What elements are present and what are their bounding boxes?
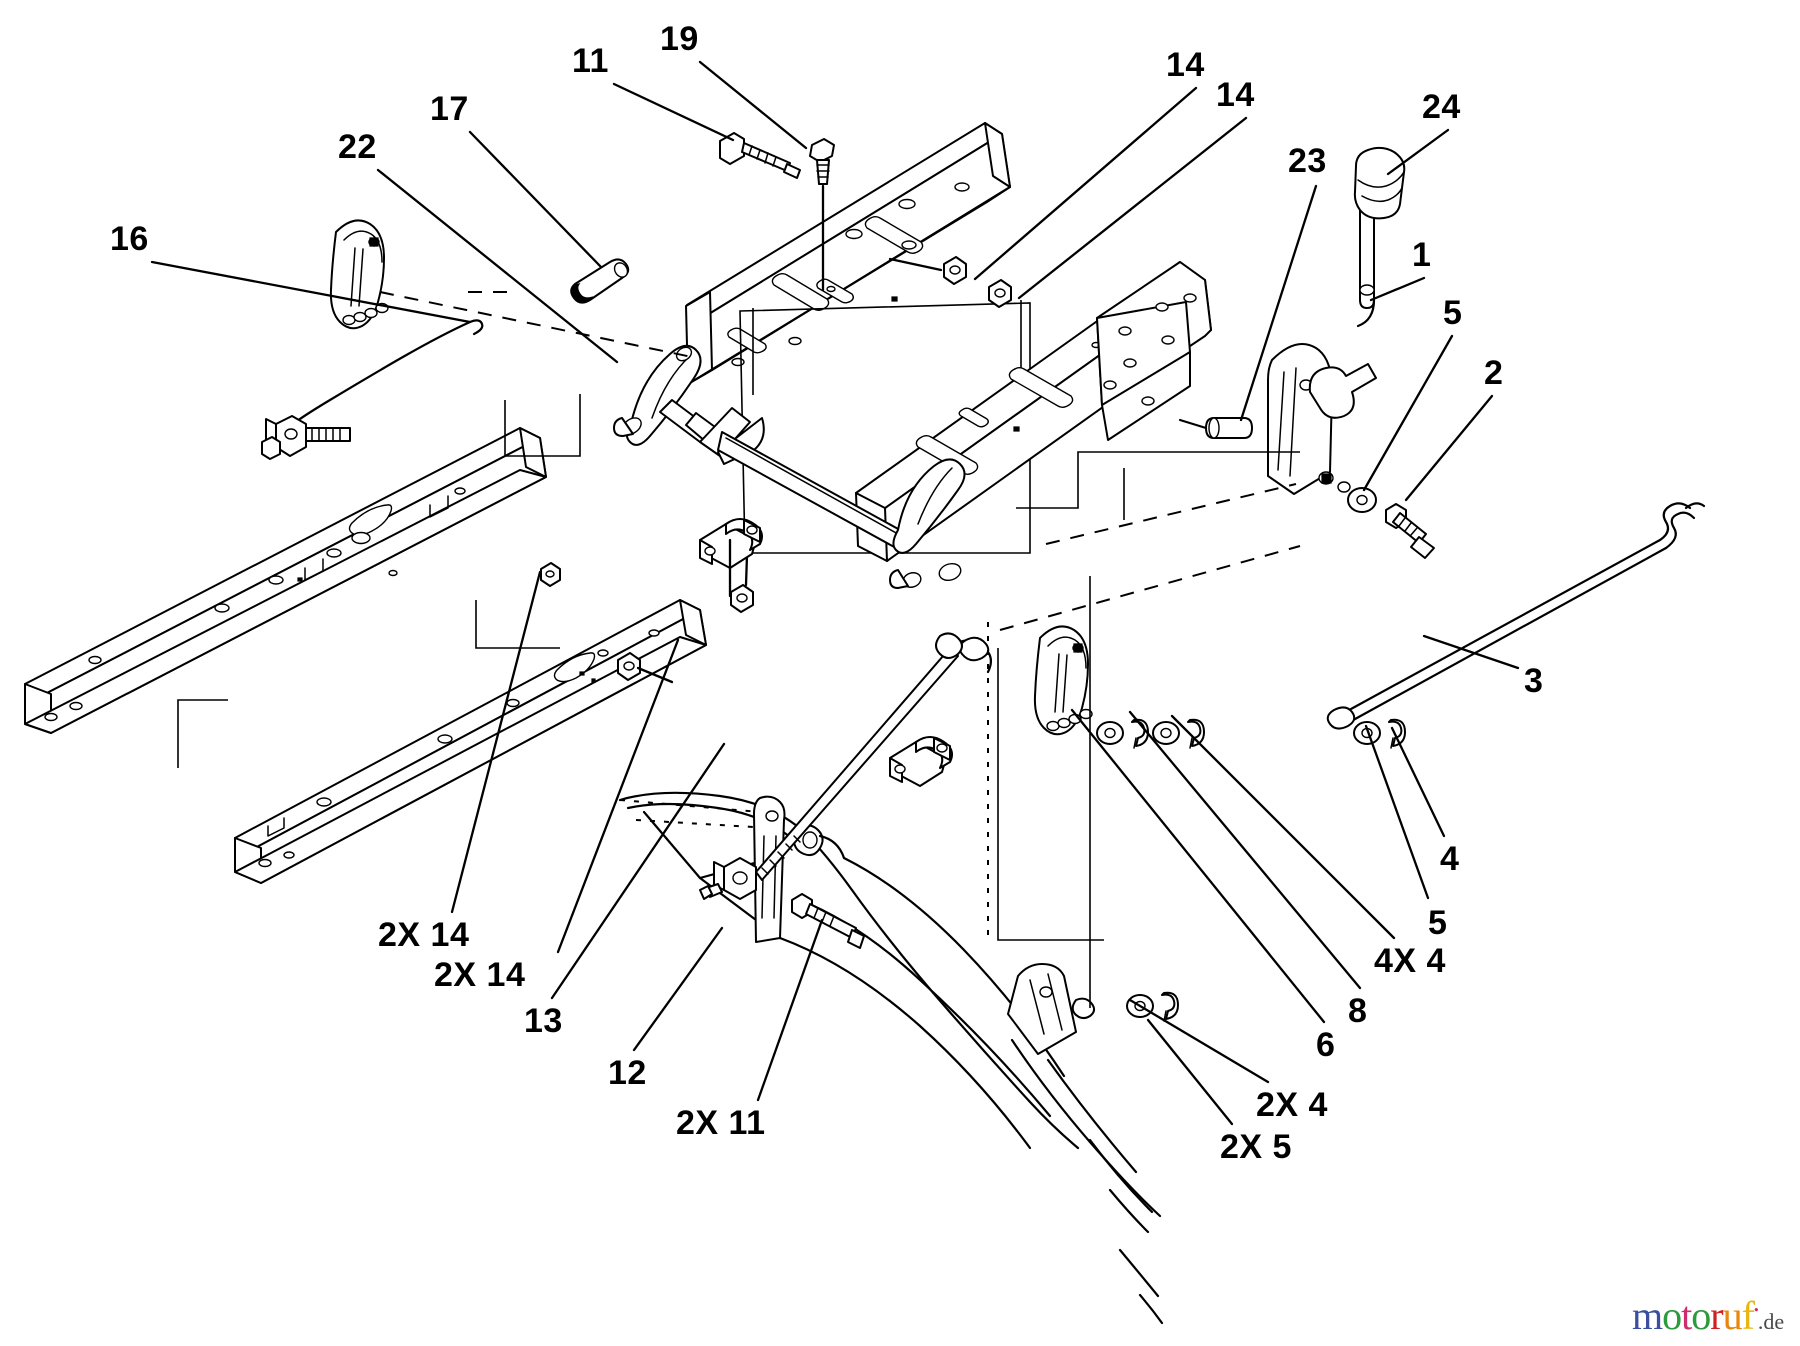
watermark-dot: •	[1753, 1303, 1759, 1319]
callout-23: 23	[1288, 142, 1327, 180]
callout-19: 19	[660, 20, 699, 58]
callout-4: 4	[1440, 840, 1460, 878]
callout-14-a: 14	[1166, 46, 1205, 84]
watermark-letter: t	[1681, 1293, 1692, 1338]
part-22-lift-bracket	[329, 219, 389, 330]
callout-8: 8	[1348, 992, 1368, 1030]
watermark-letter: f	[1741, 1293, 1755, 1338]
locknut-upper	[888, 256, 967, 285]
part-19-screw	[809, 138, 835, 292]
callout-17: 17	[430, 90, 469, 128]
part-16-lower-clevis	[935, 632, 963, 659]
callout-2: 2	[1484, 354, 1504, 392]
part-2-hex-bolt	[1385, 503, 1435, 559]
part-13-clevis-assembly	[699, 636, 993, 949]
locknut-upper-2	[988, 279, 1012, 308]
callout-2x14-b: 2X 14	[434, 956, 526, 994]
callout-2x5: 2X 5	[1220, 1128, 1292, 1166]
callout-3: 3	[1524, 662, 1544, 700]
motoruf-watermark: motoruf•.de	[1632, 1292, 1784, 1339]
locknut-mid	[617, 652, 674, 684]
cable-clamp-upper	[699, 518, 763, 598]
callout-16: 16	[110, 220, 149, 258]
part-3-lift-rod	[1326, 502, 1706, 730]
washer-clip-group-2	[1152, 718, 1205, 749]
callout-6: 6	[1316, 1026, 1336, 1064]
watermark-letter: r	[1710, 1293, 1723, 1338]
callout-14-b: 14	[1216, 76, 1255, 114]
cable-clamp-lower	[889, 736, 953, 787]
callout-24: 24	[1422, 88, 1461, 126]
callout-1: 1	[1412, 236, 1432, 274]
locknut-small-left	[540, 562, 561, 587]
callout-5-a: 5	[1443, 294, 1463, 332]
watermark-letter: u	[1722, 1293, 1743, 1338]
watermark-letter: o	[1691, 1293, 1711, 1338]
part-24-knob	[1353, 146, 1406, 220]
part-17-pin	[570, 258, 630, 304]
callout-11: 11	[572, 42, 609, 80]
callout-2x14-a: 2X 14	[378, 916, 470, 954]
right-frame-rail	[855, 261, 1212, 562]
watermark-suffix: .de	[1757, 1309, 1785, 1334]
left-lower-frame-rail	[234, 599, 707, 884]
callout-2x11: 2X 11	[676, 1104, 766, 1142]
watermark-letter: o	[1662, 1293, 1682, 1338]
part-16-rod	[261, 319, 484, 460]
left-upper-frame-rail	[24, 427, 547, 734]
artwork-group	[24, 60, 1706, 1325]
callout-22: 22	[338, 128, 377, 166]
callout-5-b: 5	[1428, 904, 1448, 942]
part-11-bolt	[719, 132, 801, 179]
leader-lines	[150, 60, 1520, 1126]
washer-clip-group-1	[1096, 718, 1149, 749]
part-6-bracket	[1033, 625, 1093, 736]
part-5-washer	[1347, 487, 1377, 513]
washer-clip-group-3	[1353, 718, 1406, 749]
watermark-letter: m	[1632, 1293, 1663, 1338]
callout-13: 13	[524, 1002, 563, 1040]
callout-2x4: 2X 4	[1256, 1086, 1328, 1124]
part-8-sleeve	[1178, 417, 1253, 439]
pivot-arm-right	[889, 458, 966, 589]
callout-12: 12	[608, 1054, 647, 1092]
callout-4x4: 4X 4	[1374, 942, 1446, 980]
